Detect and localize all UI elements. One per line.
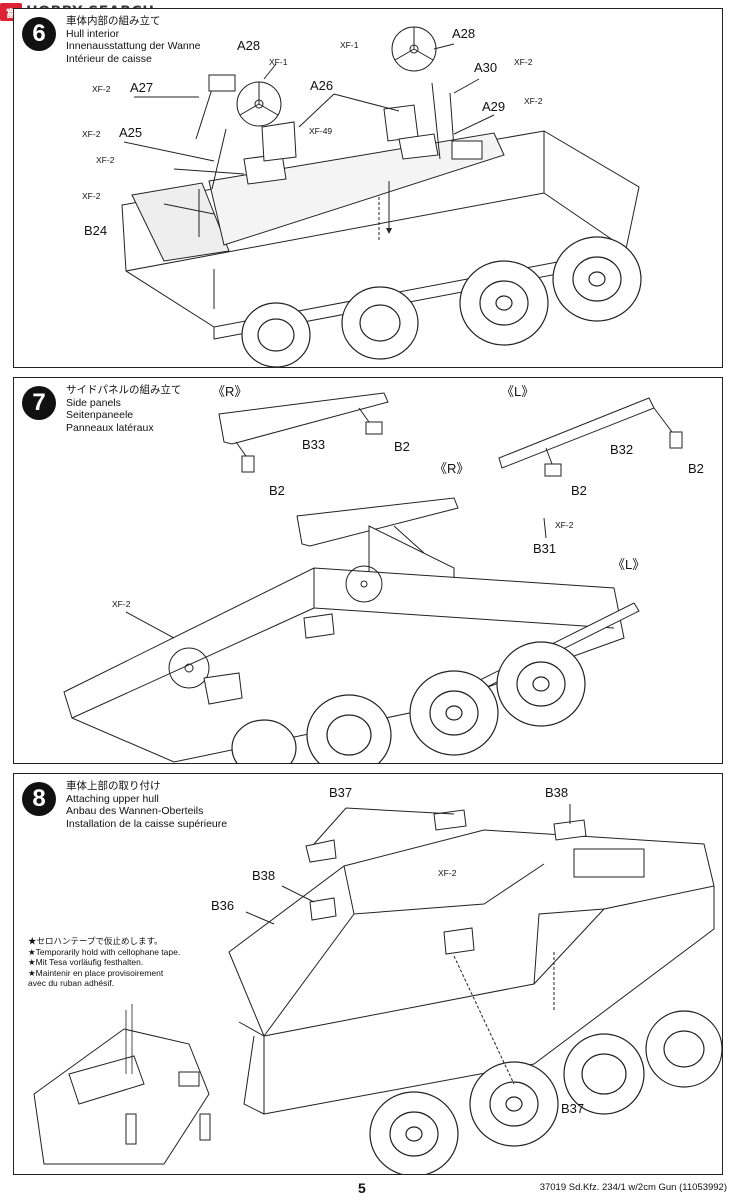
title-ja: 車体上部の取り付け	[66, 780, 161, 792]
side-label-l: 《L》	[501, 384, 535, 399]
title-ja: サイドパネルの組み立て	[66, 384, 182, 396]
paint-marker: XF-49	[309, 126, 333, 136]
note-line: avec du ruban adhésif.	[28, 978, 115, 988]
note-line: ★Temporarily hold with cellophane tape.	[28, 946, 181, 957]
part-label: A27	[130, 80, 154, 95]
part-label: A26	[310, 78, 334, 93]
product-code: 37019 Sd.Kfz. 234/1 w/2cm Gun (11053992)	[539, 1182, 727, 1193]
step-8-panel: 8 車体上部の取り付け Attaching upper hull Anbau d…	[13, 773, 723, 1175]
title-fr: Installation de la caisse supérieure	[66, 817, 228, 830]
upper-hull-illustration	[33, 804, 722, 1174]
part-label: B38	[545, 785, 569, 800]
note-line: ★セロハンテープで仮止めします。	[28, 936, 163, 946]
paint-marker: XF-2	[438, 868, 457, 878]
side-label-l: 《L》	[612, 557, 646, 572]
hull-interior-illustration	[121, 26, 642, 367]
part-label: B2	[688, 461, 704, 476]
note-line: ★Maintenir en place provisoirement	[28, 967, 164, 978]
paint-marker: XF-2	[92, 84, 111, 94]
title-ja: 車体内部の組み立て	[66, 15, 161, 27]
title-fr: Intérieur de caisse	[66, 52, 152, 65]
side-label-r: 《R》	[212, 384, 248, 399]
part-label: A29	[482, 99, 506, 114]
side-label-r: 《R》	[434, 461, 470, 476]
part-label: B32	[610, 442, 634, 457]
title-en: Hull interior	[66, 27, 120, 40]
paint-marker: XF-2	[514, 57, 533, 67]
title-de: Seitenpaneele	[66, 409, 134, 421]
paint-marker: XF-2	[82, 191, 101, 201]
part-label: B37	[561, 1101, 585, 1116]
title-en: Attaching upper hull	[66, 792, 159, 805]
part-label: B2	[269, 483, 285, 498]
part-label: B33	[302, 437, 326, 452]
paint-marker: XF-1	[269, 57, 288, 67]
paint-marker: XF-2	[555, 520, 574, 530]
paint-marker: XF-2	[112, 599, 131, 609]
part-label: B24	[84, 223, 108, 238]
part-label: B31	[533, 541, 557, 556]
title-de: Anbau des Wannen-Oberteils	[66, 805, 204, 817]
part-label: B37	[329, 785, 353, 800]
note-line: ★Mit Tesa vorläufig festhalten.	[28, 957, 144, 967]
part-label: B38	[252, 868, 276, 883]
part-label: A30	[474, 60, 498, 75]
title-fr: Panneaux latéraux	[66, 421, 154, 434]
step-8-titles: 車体上部の取り付け Attaching upper hull Anbau des…	[66, 780, 227, 830]
paint-marker: XF-2	[82, 129, 101, 139]
step-number-7: 7	[22, 386, 56, 420]
title-de: Innenausstattung der Wanne	[66, 40, 201, 52]
part-label: A28	[237, 38, 261, 53]
tape-note: ★セロハンテープで仮止めします。 ★Temporarily hold with …	[28, 936, 180, 989]
step-6-titles: 車体内部の組み立て Hull interior Innenausstattung…	[66, 15, 200, 65]
step-6-panel: 6 車体内部の組み立て Hull interior Innenausstattu…	[13, 8, 723, 368]
part-label: B36	[211, 898, 235, 913]
step-number-8: 8	[22, 782, 56, 816]
part-label: B2	[571, 483, 587, 498]
paint-marker: XF-1	[340, 40, 359, 50]
step-number-6: 6	[22, 17, 56, 51]
part-label: A28	[452, 26, 476, 41]
part-label: A25	[119, 125, 143, 140]
side-panels-illustration	[63, 392, 683, 763]
paint-marker: XF-2	[96, 155, 115, 165]
title-en: Side panels	[66, 396, 121, 409]
step-7-panel: 7 サイドパネルの組み立て Side panels Seitenpaneele …	[13, 377, 723, 764]
part-label: B2	[394, 439, 410, 454]
step-7-titles: サイドパネルの組み立て Side panels Seitenpaneele Pa…	[66, 384, 182, 434]
page-number: 5	[358, 1180, 366, 1196]
paint-marker: XF-2	[524, 96, 543, 106]
